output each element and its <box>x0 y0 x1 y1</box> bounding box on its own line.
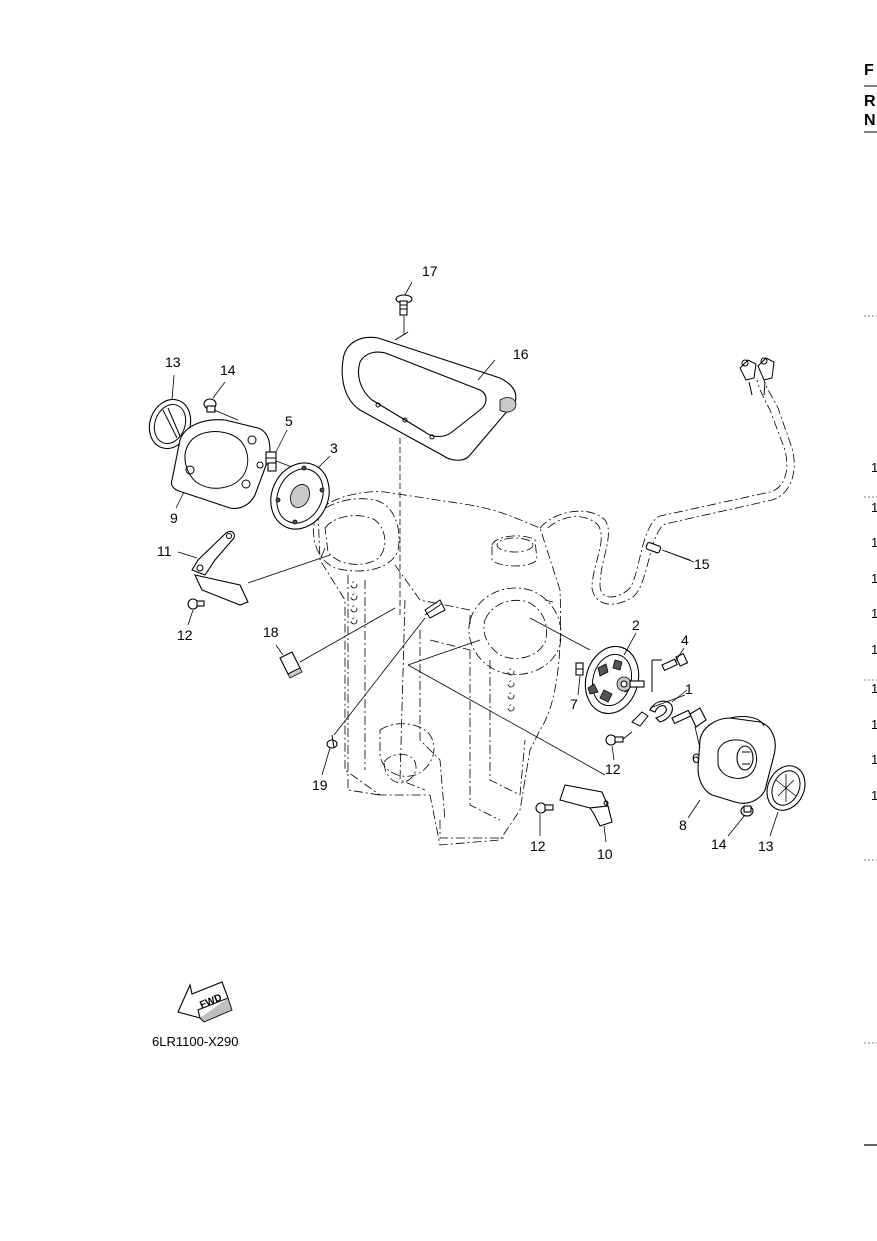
callout-label: 9 <box>170 510 178 526</box>
part-rotor-2 <box>584 645 645 715</box>
part-emblem-13-right <box>766 765 806 811</box>
part-bolt-6 <box>671 707 707 728</box>
diagram-code: 6LR1100-X290 <box>152 1034 239 1049</box>
callout-label: 6 <box>692 750 700 766</box>
edge-number: 1 <box>871 752 877 767</box>
edge-letter-n: N <box>864 112 876 129</box>
callout-label: 5 <box>285 413 293 429</box>
part-bolt-12-left <box>187 598 205 610</box>
edge-number: 1 <box>871 642 877 657</box>
callout-label: 15 <box>694 556 710 572</box>
edge-number: 1 <box>871 681 877 696</box>
callout-label: 2 <box>632 617 640 633</box>
part-bracket-10 <box>559 784 613 827</box>
part-plate-3 <box>270 462 330 530</box>
part-rubber-18 <box>279 607 396 679</box>
part-cover-16 <box>341 331 517 461</box>
edge-letter-r: R <box>864 93 876 110</box>
edge-number: 1 <box>871 571 877 586</box>
callout-label: 13 <box>165 354 181 370</box>
callout-leaders <box>171 281 779 843</box>
edge-number: 1 <box>871 606 877 621</box>
part-bolt-12-center <box>605 731 633 746</box>
part-screw-14-left <box>203 398 239 421</box>
callout-label: 16 <box>513 346 529 362</box>
callout-label: 19 <box>312 777 328 793</box>
part-housing-8 <box>697 716 776 804</box>
edge-letter-f: F <box>864 62 874 79</box>
part-bracket-11 <box>191 530 331 606</box>
part-bolt-12-bottom <box>535 802 554 814</box>
callout-label: 7 <box>570 696 578 712</box>
callout-label: 17 <box>422 263 438 279</box>
callout-label: 14 <box>711 836 727 852</box>
edge-number: 1 <box>871 535 877 550</box>
edge-number: 1 <box>871 788 877 803</box>
wire-harness-phantom <box>539 357 795 605</box>
part-housing-9 <box>170 419 271 509</box>
callout-label: 4 <box>681 632 689 648</box>
callout-label: 11 <box>157 543 172 559</box>
edge-number: 1 <box>871 460 877 475</box>
main-bracket-phantom <box>313 491 562 846</box>
part-key-7 <box>575 662 584 696</box>
callout-label: 14 <box>220 362 236 378</box>
part-screw-17 <box>395 294 413 335</box>
part-bolt-5 <box>265 451 301 472</box>
callout-label: 8 <box>679 817 687 833</box>
callout-label: 12 <box>605 761 621 777</box>
callout-label: 12 <box>530 838 546 854</box>
callout-label: 12 <box>177 627 193 643</box>
part-pin-19 <box>326 617 426 749</box>
edge-number: 1 <box>871 717 877 732</box>
callout-label: 18 <box>263 624 279 640</box>
callout-label: 3 <box>330 440 338 456</box>
callout-label: 1 <box>685 681 693 697</box>
callout-label: 13 <box>758 838 774 854</box>
part-grommet-15 <box>645 542 691 561</box>
callout-labels: 1 2 3 4 5 6 7 8 9 10 11 12 12 12 13 13 1… <box>157 263 774 862</box>
center-leader-lines <box>399 438 606 776</box>
part-bolt-4 <box>651 652 689 692</box>
part-clip-1 <box>631 694 686 727</box>
fwd-arrow-icon: FWD <box>177 981 233 1023</box>
callout-label: 10 <box>597 846 613 862</box>
part-screw-14-right <box>740 805 754 817</box>
edge-number: 1 <box>871 500 877 515</box>
edge-column: F R N 1 1 1 1 1 1 1 1 1 1 <box>864 62 877 1146</box>
